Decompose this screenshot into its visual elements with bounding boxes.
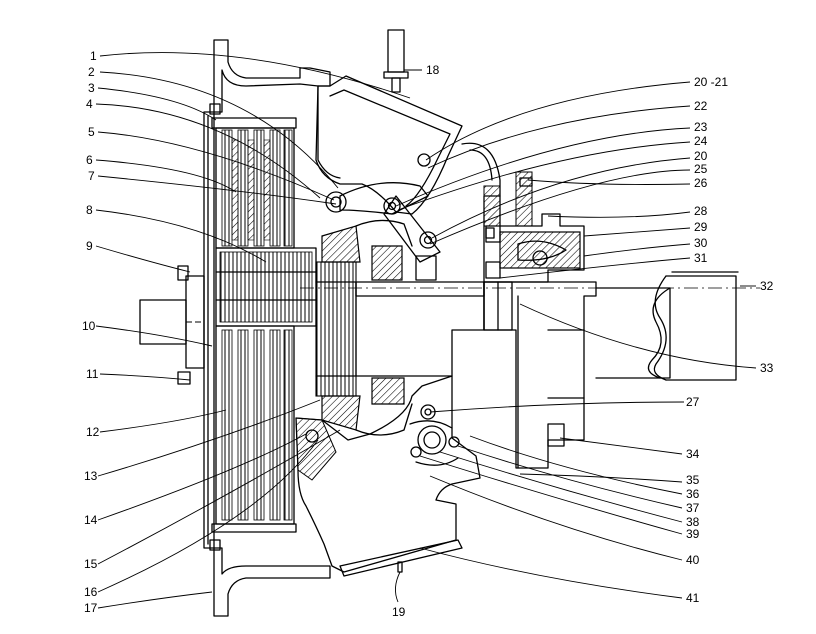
lower-release-housing xyxy=(295,375,481,577)
callout-24: 24 xyxy=(694,134,708,148)
callout-28: 28 xyxy=(694,204,708,218)
callout-1: 1 xyxy=(90,49,97,63)
central-hub xyxy=(215,247,357,397)
grease-fitting xyxy=(383,29,409,93)
callout-5: 5 xyxy=(88,125,95,139)
input-shaft-left xyxy=(139,265,205,385)
callout-3: 3 xyxy=(88,81,95,95)
throwout-collar xyxy=(321,219,413,436)
leader-lines xyxy=(95,52,757,609)
callout-10: 10 xyxy=(82,319,96,333)
callout-15: 15 xyxy=(84,557,98,571)
callout-labels: 1 2 3 4 5 6 7 8 9 10 11 12 13 14 15 16 1… xyxy=(82,49,774,619)
callout-14: 14 xyxy=(84,513,98,527)
callout-22: 22 xyxy=(694,99,708,113)
callout-35: 35 xyxy=(686,473,700,487)
callout-30: 30 xyxy=(694,236,708,250)
callout-23: 23 xyxy=(694,120,708,134)
clutch-disc-pack-upper xyxy=(215,127,295,249)
callout-8: 8 xyxy=(86,203,93,217)
callout-39: 39 xyxy=(686,527,700,541)
callout-41: 41 xyxy=(686,591,700,605)
bolts xyxy=(209,103,495,551)
callout-12: 12 xyxy=(86,425,100,439)
callout-9: 9 xyxy=(86,239,93,253)
main-shaft xyxy=(300,271,760,381)
callout-25: 25 xyxy=(694,162,708,176)
callout-19: 19 xyxy=(392,605,406,619)
housing-shell xyxy=(203,39,331,617)
callout-32: 32 xyxy=(760,279,774,293)
callout-20: 20 xyxy=(694,149,708,163)
callout-6: 6 xyxy=(86,153,93,167)
callout-33: 33 xyxy=(760,361,774,375)
callout-37: 37 xyxy=(686,501,700,515)
callout-26: 26 xyxy=(694,176,708,190)
upper-linkage-housing xyxy=(315,75,533,227)
callout-31: 31 xyxy=(694,251,708,265)
callout-34: 34 xyxy=(686,447,700,461)
linkage-pins xyxy=(325,153,441,420)
bearing-housing-right xyxy=(483,195,597,469)
callout-29: 29 xyxy=(694,220,708,234)
callout-16: 16 xyxy=(84,585,98,599)
callout-11: 11 xyxy=(86,367,99,381)
callout-17: 17 xyxy=(84,601,98,615)
callout-20-21: 20 -21 xyxy=(694,75,728,89)
callout-2: 2 xyxy=(88,65,95,79)
callout-38: 38 xyxy=(686,515,700,529)
callout-27: 27 xyxy=(686,395,700,409)
callout-4: 4 xyxy=(86,97,93,111)
callout-36: 36 xyxy=(686,487,700,501)
callout-13: 13 xyxy=(84,469,98,483)
clutch-disc-pack-lower xyxy=(215,325,295,525)
callout-18: 18 xyxy=(426,63,440,77)
callout-40: 40 xyxy=(686,553,700,567)
callout-7: 7 xyxy=(88,169,95,183)
